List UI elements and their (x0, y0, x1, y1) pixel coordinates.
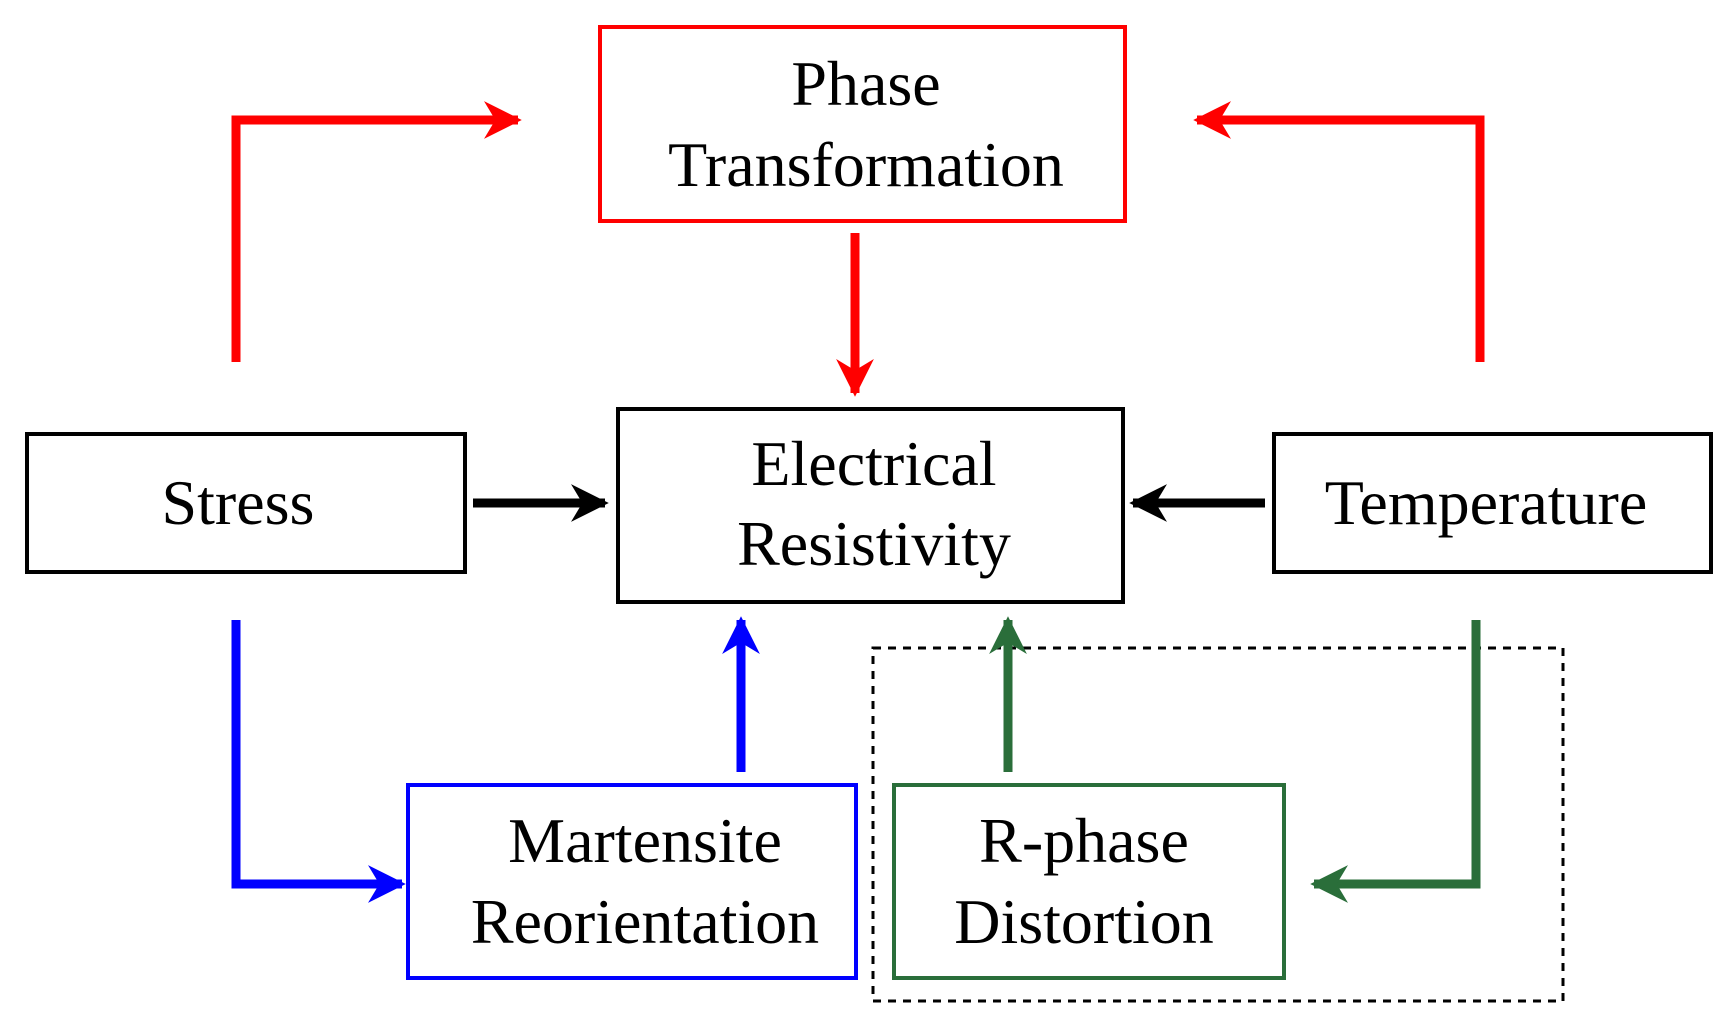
martensite-reorientation-box (406, 783, 858, 980)
electrical-resistivity-node: Electrical Resistivity (616, 407, 1125, 604)
martensite-reorientation-node: Martensite Reorientation (406, 783, 858, 980)
r-phase-distortion-label-line1: R-phase (979, 805, 1189, 876)
r-phase-distortion-node: R-phase Distortion (892, 783, 1286, 980)
phase-transformation-box (598, 25, 1127, 223)
phase-transformation-label-line1: Phase (791, 48, 940, 119)
temperature-box (1272, 432, 1713, 574)
electrical-resistivity-box (616, 407, 1125, 604)
arrow-stress-to-martensite-reorientation (231, 620, 406, 903)
electrical-resistivity-label-line2: Resistivity (737, 508, 1011, 579)
stress-node: Stress (25, 432, 467, 574)
r-phase-dashed-group (871, 646, 1565, 1003)
stress-box (25, 432, 467, 574)
r-phase-distortion-label-line2: Distortion (954, 886, 1214, 957)
martensite-reorientation-label-line1: Martensite (508, 805, 782, 876)
phase-transformation-node: Phase Transformation (598, 25, 1127, 223)
martensite-reorientation-label-line2: Reorientation (471, 886, 819, 957)
arrow-stress-to-phase-transformation (231, 101, 522, 362)
phase-transformation-label-line2: Transformation (668, 129, 1064, 200)
temperature-label: Temperature (1325, 467, 1647, 538)
arrow-temperature-to-phase-transformation (1193, 101, 1485, 362)
arrow-temperature-to-r-phase-distortion (1310, 620, 1481, 903)
stress-label: Stress (162, 467, 315, 538)
electrical-resistivity-label-line1: Electrical (751, 428, 996, 499)
temperature-node: Temperature (1272, 432, 1713, 574)
r-phase-distortion-box (892, 783, 1286, 980)
